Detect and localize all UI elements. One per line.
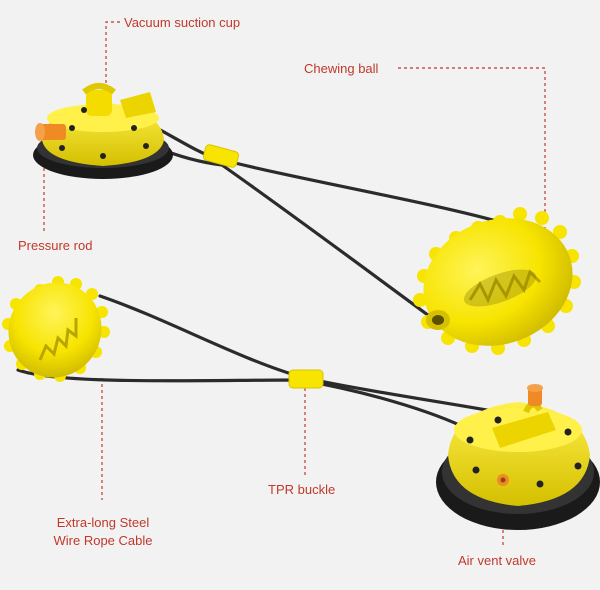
- bottom-suction-cup: [436, 384, 600, 530]
- label-air-vent-valve: Air vent valve: [458, 553, 537, 568]
- label-pressure-rod: Pressure rod: [18, 238, 93, 253]
- air-vent-valve: [497, 474, 509, 486]
- label-chewing-ball: Chewing ball: [304, 61, 379, 76]
- right-chewing-ball: [413, 207, 581, 355]
- label-steel-cable-line1: Extra-long Steel: [56, 515, 150, 530]
- left-chewing-ball: [2, 276, 110, 382]
- leader-vacuum: [105, 21, 120, 90]
- pressure-rod: [35, 123, 66, 141]
- leader-chewing: [398, 67, 546, 230]
- top-suction-cup: [33, 83, 173, 179]
- label-vacuum-suction-cup: Vacuum suction cup: [124, 15, 241, 30]
- cable-bottom-2: [16, 368, 472, 432]
- leader-lines: [43, 21, 546, 548]
- label-steel-cable-line2: Wire Rope Cable: [53, 533, 153, 548]
- top-knob: [527, 384, 543, 406]
- bottom-tpr-buckle: [288, 369, 324, 389]
- label-steel-cable: Extra-long Steel Wire Rope Cable: [28, 514, 178, 550]
- top-tpr-buckle: [202, 144, 240, 168]
- label-tpr-buckle: TPR buckle: [268, 482, 336, 497]
